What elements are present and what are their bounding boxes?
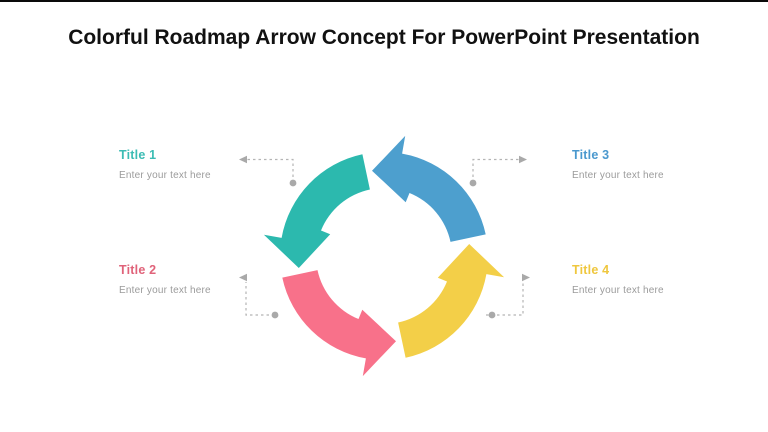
- item-title: Title 3: [572, 148, 610, 162]
- dashed-connectors: [239, 155, 530, 319]
- connector-arrowhead-icon: [239, 273, 247, 282]
- cycle-arrow-pink: [282, 270, 396, 377]
- label-group-2: Title 2 Enter your text here: [119, 263, 249, 296]
- cycle-arrow-blue: [372, 135, 486, 242]
- label-group-4: Title 4 Enter your text here: [572, 263, 702, 296]
- label-group-1: Title 1 Enter your text here: [119, 148, 249, 181]
- item-title: Title 1: [119, 148, 157, 162]
- item-placeholder-text: Enter your text here: [572, 285, 664, 296]
- item-placeholder-text: Enter your text here: [119, 170, 211, 181]
- cycle-arrows: [263, 135, 505, 377]
- connector-arrowhead-icon: [239, 155, 247, 164]
- item-placeholder-text: Enter your text here: [572, 170, 664, 181]
- connector-dot: [488, 311, 496, 319]
- connector-title-2: [239, 273, 279, 319]
- connector-dot: [271, 311, 279, 319]
- label-group-3: Title 3 Enter your text here: [572, 148, 702, 181]
- connector-title-3: [469, 155, 527, 187]
- connector-title-4: [486, 273, 530, 319]
- item-title: Title 2: [119, 263, 157, 277]
- connector-dot: [289, 179, 297, 187]
- slide-top-border: [0, 0, 768, 2]
- connector-arrowhead-icon: [519, 155, 527, 164]
- cycle-arrow-yellow: [398, 244, 505, 358]
- connector-arrowhead-icon: [522, 273, 530, 282]
- cycle-arrow-teal: [263, 154, 370, 268]
- item-title: Title 4: [572, 263, 610, 277]
- slide-title: Colorful Roadmap Arrow Concept For Power…: [68, 26, 700, 49]
- item-placeholder-text: Enter your text here: [119, 285, 211, 296]
- connector-dot: [469, 179, 477, 187]
- connector-title-1: [239, 155, 297, 187]
